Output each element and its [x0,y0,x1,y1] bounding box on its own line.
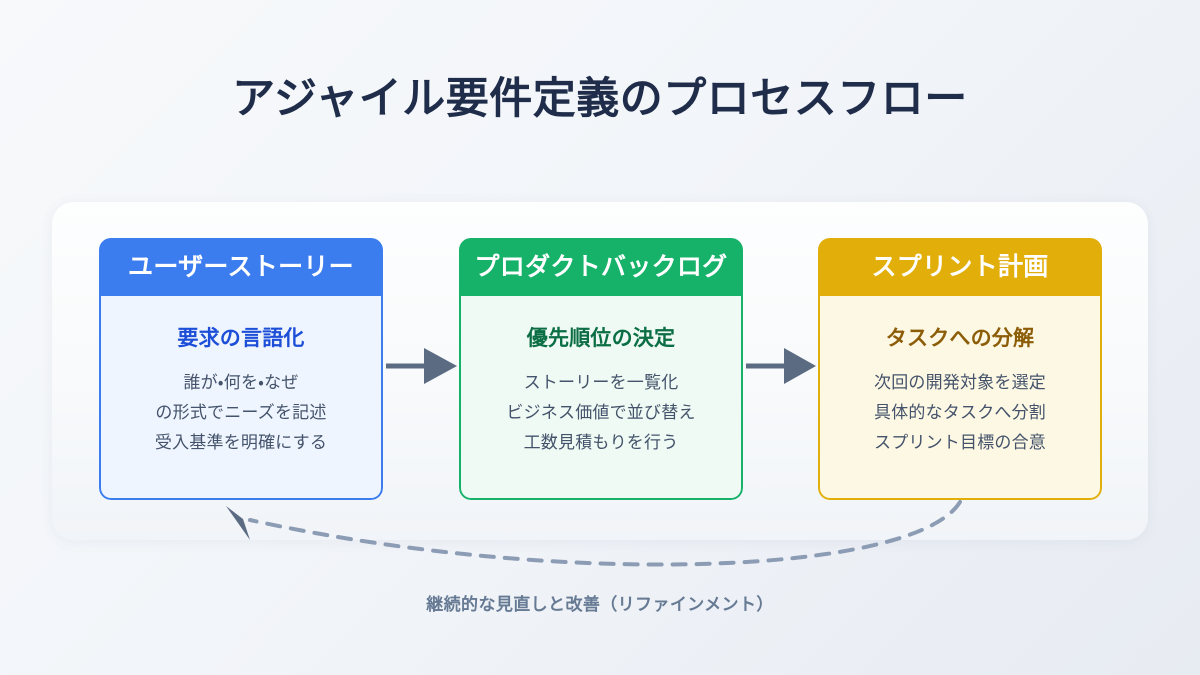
card-line: 具体的なタスクへ分割 [874,403,1046,422]
card-line: ビジネス価値で並び替え [506,403,696,422]
card-body-user-story: 要求の言語化 誰が・何を・なぜ の形式でニーズを記述 受入基準を明確にする [99,296,383,500]
feedback-loop-label: 継続的な見直しと改善（リファインメント） [426,595,774,614]
card-line: 工数見積もりを行う [523,433,679,452]
card-line: の形式でニーズを記述 [155,403,327,422]
card-subtitle-user-story: 要求の言語化 [177,327,305,350]
card-line: ストーリーを一覧化 [523,373,679,392]
card-subtitle-product-backlog: 優先順位の決定 [526,327,676,350]
flow-step-card-user-story[interactable]: ユーザーストーリー 要求の言語化 誰が・何を・なぜ の形式でニーズを記述 受入基… [99,238,383,500]
card-header-user-story: ユーザーストーリー [99,238,383,296]
card-body-product-backlog: 優先順位の決定 ストーリーを一覧化 ビジネス価値で並び替え 工数見積もりを行う [459,296,743,500]
card-line: 次回の開発対象を選定 [874,373,1046,392]
card-subtitle-sprint-planning: タスクへの分解 [885,327,1035,350]
card-line: 受入基準を明確にする [154,433,328,452]
card-line: スプリント目標の合意 [874,433,1046,452]
card-body-sprint-planning: タスクへの分解 次回の開発対象を選定 具体的なタスクへ分割 スプリント目標の合意 [818,296,1102,500]
card-line: 誰が・何を・なぜ [183,373,299,392]
flow-step-card-product-backlog[interactable]: プロダクトバックログ 優先順位の決定 ストーリーを一覧化 ビジネス価値で並び替え… [459,238,743,500]
page-title: アジャイル要件定義のプロセスフロー [232,75,968,123]
flow-step-card-sprint-planning[interactable]: スプリント計画 タスクへの分解 次回の開発対象を選定 具体的なタスクへ分割 スプ… [818,238,1102,500]
card-header-sprint-planning: スプリント計画 [818,238,1102,296]
card-header-product-backlog: プロダクトバックログ [459,238,743,296]
